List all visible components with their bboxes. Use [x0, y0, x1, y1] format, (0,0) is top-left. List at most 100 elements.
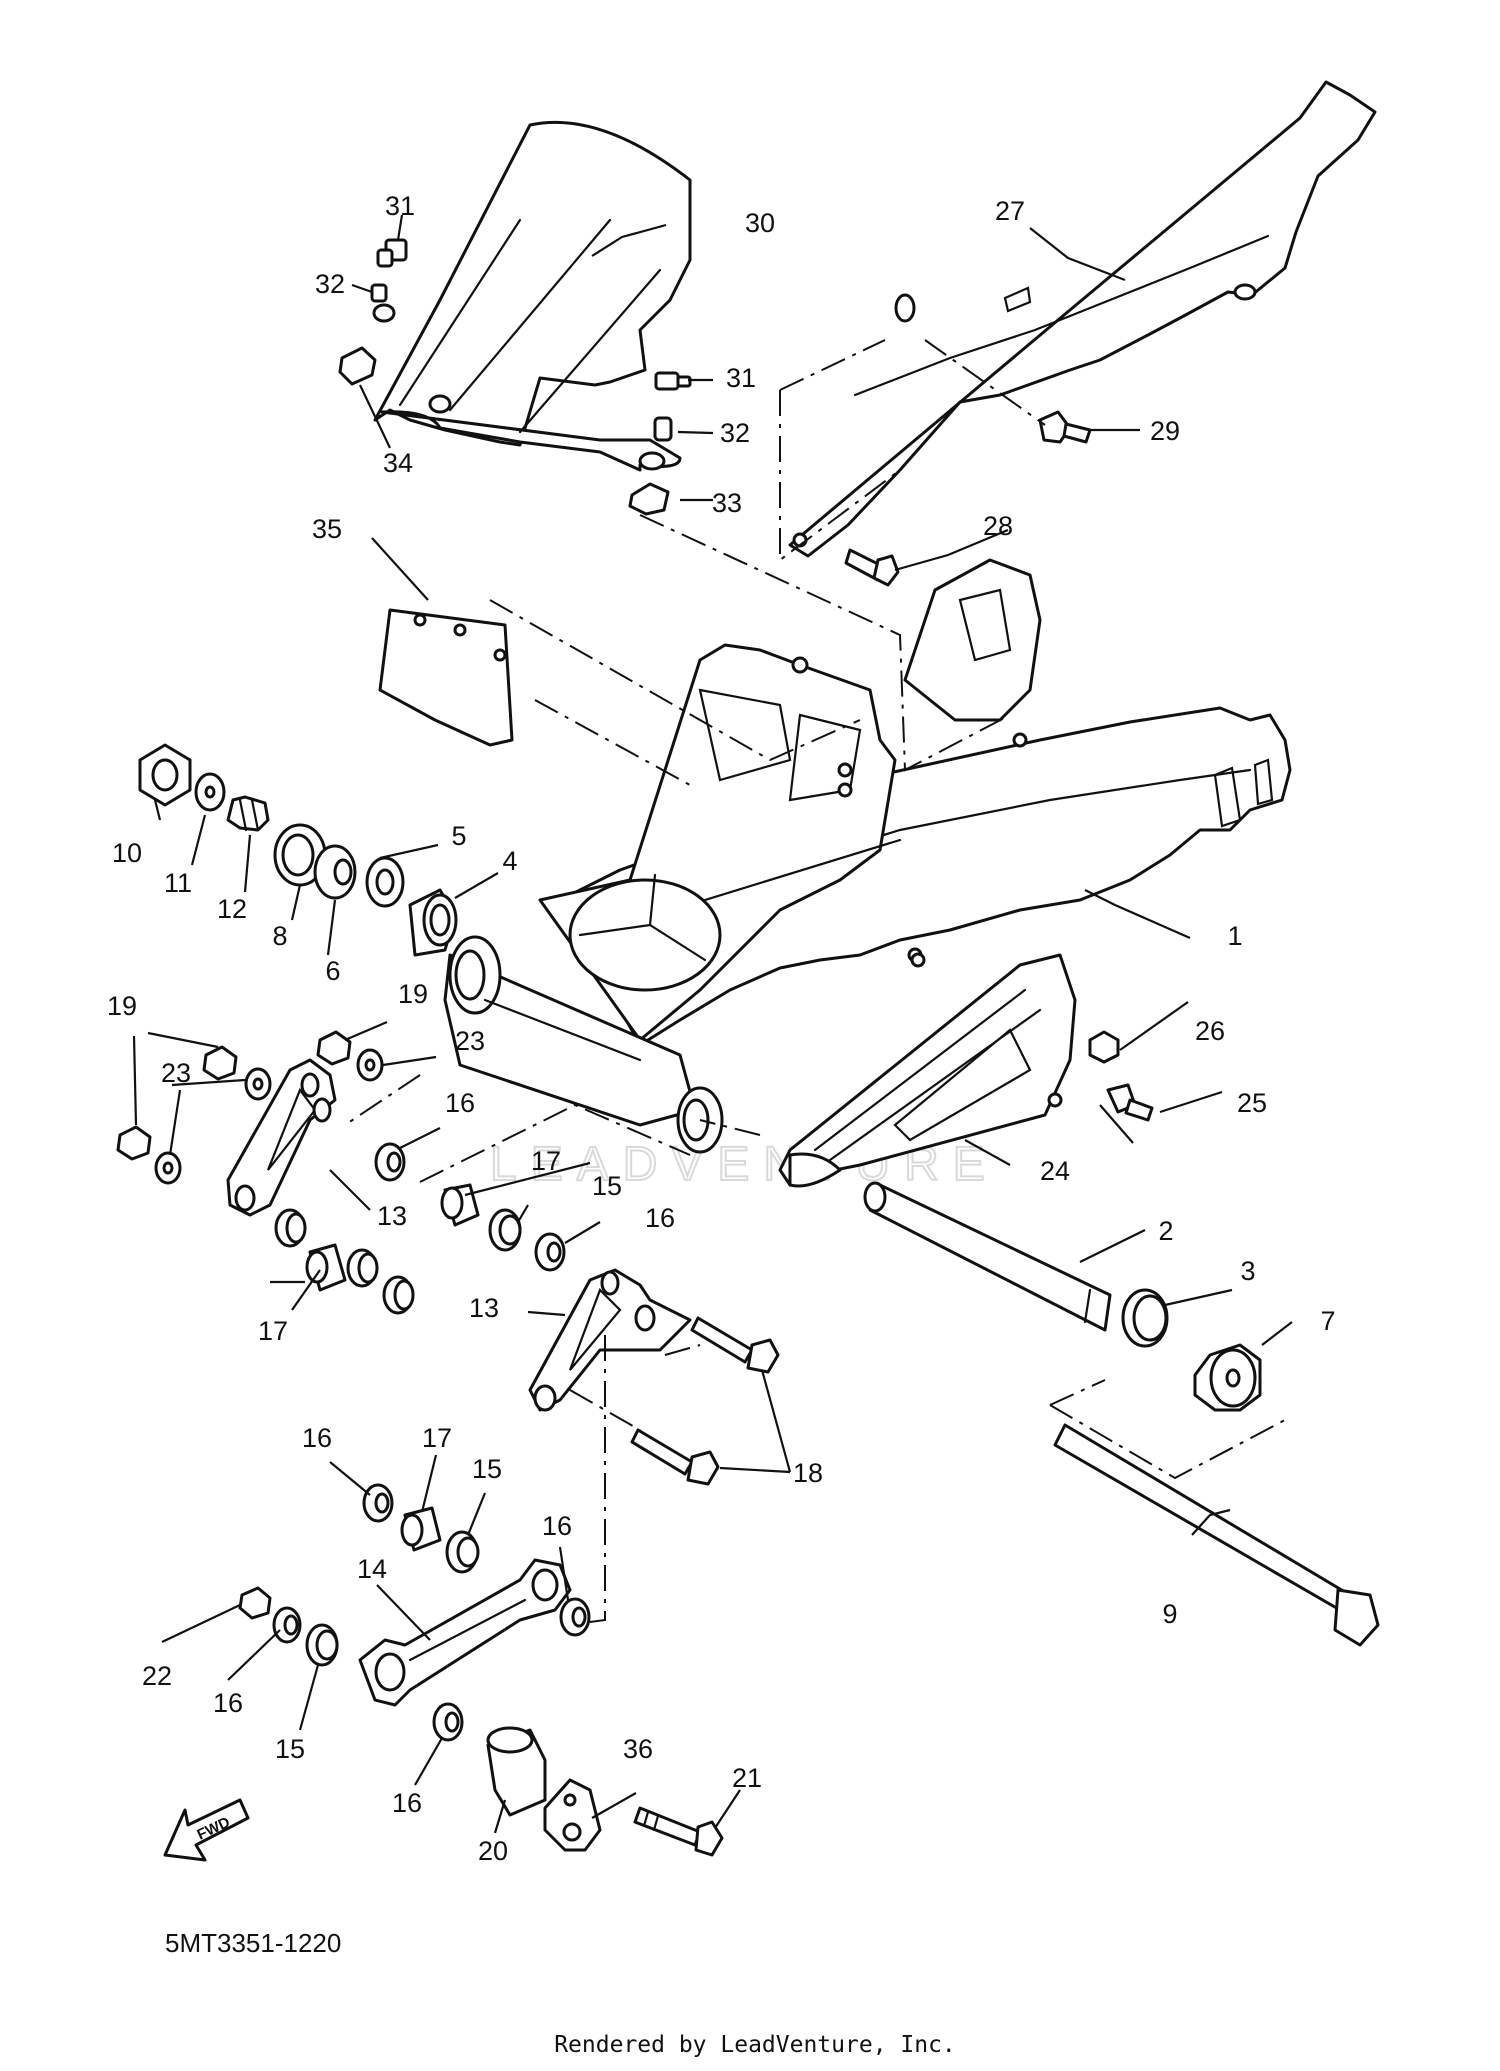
callout-9: 9: [1162, 1599, 1177, 1629]
relay-collar-17-b[interactable]: [305, 1243, 347, 1292]
callout-36: 36: [623, 1734, 653, 1764]
callout-32b: 32: [720, 418, 750, 448]
relay-nut-19-upper[interactable]: [316, 1030, 352, 1066]
guard-bolt-29[interactable]: [1038, 410, 1092, 444]
relay-washer-23-upper[interactable]: [356, 1048, 384, 1082]
relay-bolt-upper[interactable]: [690, 1316, 780, 1374]
callout-33: 33: [712, 488, 742, 518]
callout-15b: 15: [472, 1454, 502, 1484]
rod-bearing-16-c[interactable]: [272, 1606, 302, 1644]
support-nut-26[interactable]: [1088, 1030, 1120, 1064]
relay-arm-right[interactable]: [528, 1268, 692, 1412]
callout-8: 8: [272, 921, 287, 951]
relay-washer-23-left[interactable]: [244, 1067, 272, 1101]
rod-bearing-16-a[interactable]: [362, 1483, 394, 1523]
callout-35: 35: [312, 514, 342, 544]
callout-10: 10: [112, 838, 142, 868]
chain-support[interactable]: [778, 952, 1077, 1188]
callout-27: 27: [995, 196, 1025, 226]
guard-bolt-28[interactable]: [844, 548, 900, 587]
pivot-shaft[interactable]: [863, 1181, 1112, 1332]
rod-collar-20[interactable]: [486, 1726, 547, 1817]
shaft-cap[interactable]: [1193, 1343, 1262, 1412]
connecting-rod[interactable]: [358, 1558, 572, 1707]
callout-4: 4: [502, 846, 517, 876]
callout-7: 7: [1320, 1306, 1335, 1336]
relay-bearing-15-a[interactable]: [488, 1208, 522, 1252]
callout-16f: 16: [392, 1788, 422, 1818]
fender-nut-left[interactable]: [338, 346, 377, 386]
swingarm[interactable]: [443, 558, 1292, 1154]
callout-20: 20: [478, 1836, 508, 1866]
relay-nut-19-left-a[interactable]: [202, 1045, 238, 1081]
callout-23b: 23: [161, 1058, 191, 1088]
rod-bearing-16-b[interactable]: [559, 1597, 591, 1637]
callout-3: 3: [1240, 1256, 1255, 1286]
callout-15c: 15: [275, 1734, 305, 1764]
rod-bearing-15-a[interactable]: [445, 1530, 480, 1574]
callout-17b: 17: [258, 1316, 288, 1346]
fender-collar-lower[interactable]: [653, 416, 673, 442]
rear-fender[interactable]: [372, 120, 692, 472]
rod-nut-22[interactable]: [238, 1586, 272, 1620]
callouts: 1 2 3 4 5 6 7 8 9 10 11 12 13 13 14 15 1…: [107, 191, 1336, 1866]
rod-bearing-15-b[interactable]: [305, 1623, 339, 1667]
callout-16b: 16: [645, 1203, 675, 1233]
fender-collar-upper[interactable]: [370, 283, 388, 303]
callout-13b: 13: [469, 1293, 499, 1323]
relay-bearing-16-b[interactable]: [534, 1232, 566, 1272]
callout-14: 14: [357, 1554, 387, 1584]
pivot-seal[interactable]: [365, 856, 405, 908]
rod-collar-17[interactable]: [400, 1506, 442, 1552]
fender-nut-right[interactable]: [628, 482, 670, 516]
callout-2: 2: [1158, 1216, 1173, 1246]
relay-needle-bearing-c[interactable]: [382, 1275, 415, 1315]
callout-34: 34: [383, 448, 413, 478]
chain-guard[interactable]: [788, 80, 1377, 558]
relay-bolt-lower[interactable]: [630, 1428, 720, 1486]
callout-31a: 31: [385, 191, 415, 221]
callout-32a: 32: [315, 269, 345, 299]
fwd-arrow-icon: FWD: [163, 1798, 250, 1862]
callout-19b: 19: [107, 991, 137, 1021]
callout-29: 29: [1150, 416, 1180, 446]
bracket[interactable]: [543, 1778, 602, 1852]
support-bolt-25[interactable]: [1106, 1083, 1154, 1122]
fender-bolt-upper[interactable]: [376, 238, 408, 268]
diagram-code: 5MT3351-1220: [165, 1928, 341, 1958]
pivot-washer[interactable]: [194, 772, 226, 812]
relay-washer-23-lower[interactable]: [154, 1151, 182, 1185]
callout-31b: 31: [726, 363, 756, 393]
callout-24: 24: [1040, 1156, 1070, 1186]
callout-21: 21: [732, 1763, 762, 1793]
credit-line: Rendered by LeadVenture, Inc.: [554, 2032, 956, 2058]
mounting-bolt[interactable]: [633, 1806, 724, 1857]
pivot-bolt[interactable]: [1053, 1423, 1380, 1647]
callout-28: 28: [983, 511, 1013, 541]
pivot-adjust-bolt[interactable]: [226, 795, 270, 832]
callout-12: 12: [217, 894, 247, 924]
rod-bearing-16-d[interactable]: [432, 1702, 464, 1742]
relay-needle-bearing-b[interactable]: [346, 1248, 379, 1288]
relay-bearing-16-a[interactable]: [374, 1142, 406, 1182]
callout-23a: 23: [455, 1026, 485, 1056]
relay-nut-19-left-b[interactable]: [116, 1125, 152, 1161]
callout-16a: 16: [445, 1088, 475, 1118]
relay-arm-left[interactable]: [226, 1058, 337, 1217]
callout-25: 25: [1237, 1088, 1267, 1118]
pivot-nut[interactable]: [138, 743, 192, 807]
fender-bolt-lower[interactable]: [654, 371, 692, 391]
callout-16c: 16: [302, 1423, 332, 1453]
callout-16d: 16: [542, 1511, 572, 1541]
plate[interactable]: [378, 608, 514, 747]
callout-13a: 13: [377, 1201, 407, 1231]
callout-26: 26: [1195, 1016, 1225, 1046]
shaft-bearing[interactable]: [1121, 1288, 1169, 1348]
pivot-collar[interactable]: [313, 844, 357, 900]
pivot-bearing[interactable]: [408, 888, 458, 957]
callout-30: 30: [745, 208, 775, 238]
assembly-lines: [344, 339, 1286, 1623]
relay-needle-bearing-a[interactable]: [274, 1208, 307, 1248]
relay-collar-17-a[interactable]: [440, 1183, 480, 1227]
